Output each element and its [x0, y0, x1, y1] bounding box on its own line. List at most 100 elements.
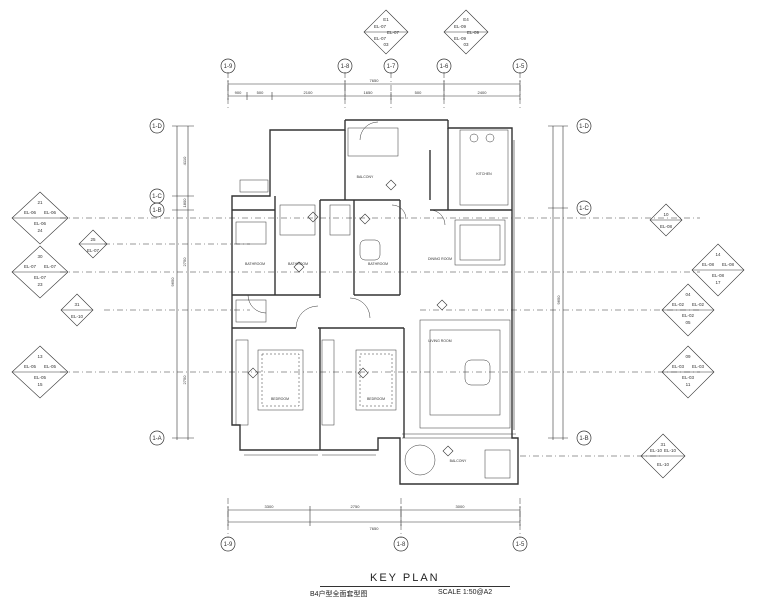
svg-text:31: 31 [660, 442, 666, 447]
svg-text:31: 31 [74, 302, 80, 307]
room-label-dining: DINING ROOM [428, 257, 452, 261]
svg-text:EL-08: EL-08 [702, 262, 715, 267]
left-dimension-lines [172, 125, 194, 440]
svg-text:13: 13 [37, 354, 43, 359]
svg-text:11: 11 [686, 382, 691, 387]
grid-label-left-4: 1-A [152, 436, 161, 442]
dim-left-seg-3: 2750 [182, 257, 187, 267]
windows [244, 140, 516, 456]
svg-text:09: 09 [685, 354, 691, 359]
dim-left-seg-2: 1800 [182, 198, 187, 208]
grid-label-right-2: 1-C [579, 206, 589, 212]
svg-text:E1: E1 [383, 17, 389, 22]
svg-text:EL-05: EL-05 [44, 364, 57, 369]
svg-text:EL-02: EL-02 [672, 302, 685, 307]
room-label-bath-a: BATHROOM [245, 262, 265, 266]
elevation-tag-l3: 31 EL-10 [60, 293, 94, 327]
dim-top-seg-2: 500 [257, 90, 264, 95]
svg-text:EL-10: EL-10 [657, 462, 670, 467]
dim-bottom-seg-3: 3000 [456, 504, 466, 509]
svg-text:EL-06: EL-06 [24, 210, 37, 215]
svg-text:EL-09: EL-09 [467, 30, 480, 35]
elevation-tag-t2: E4 EL-09 EL-09 03 EL-09 [443, 9, 489, 55]
svg-text:EL-07: EL-07 [374, 36, 387, 41]
right-dimension-lines [548, 125, 568, 440]
dim-top-seg-4: 1650 [364, 90, 374, 95]
bottom-dimension-lines [227, 506, 521, 526]
room-label-bedroom-2: BEDROOM [367, 397, 385, 401]
svg-text:EL-03: EL-03 [672, 364, 685, 369]
room-label-bedroom-1: BEDROOM [271, 397, 289, 401]
walls [231, 119, 519, 485]
room-label-balcony: BALCONY [357, 175, 374, 179]
elevation-tag-r4: 09 EL-03 EL-03 11 EL-03 [661, 345, 715, 399]
svg-text:EL-07: EL-07 [87, 248, 100, 253]
svg-text:04: 04 [685, 292, 691, 297]
svg-text:EL-03: EL-03 [682, 375, 695, 380]
elevation-tag-r5: 31 EL-10 EL-10 EL-10 [640, 433, 686, 479]
elevation-tag-mid: 25 EL-07 [78, 229, 108, 259]
svg-text:23: 23 [37, 282, 43, 287]
dim-top-total: 7650 [370, 78, 380, 83]
svg-text:21: 21 [37, 200, 43, 205]
svg-text:17: 17 [715, 280, 721, 285]
svg-text:EL-06: EL-06 [44, 210, 57, 215]
svg-text:EL-06: EL-06 [34, 221, 47, 226]
svg-text:05: 05 [685, 320, 691, 325]
dim-bottom-seg-1: 3300 [265, 504, 275, 509]
svg-text:03: 03 [383, 42, 389, 47]
key-plan-title: KEY PLAN [370, 572, 440, 584]
svg-text:EL-07: EL-07 [34, 275, 47, 280]
grid-label-bottom-3: 1-5 [516, 542, 525, 548]
svg-text:EL-10: EL-10 [71, 314, 84, 319]
room-label-bath-c: BATHROOM [368, 262, 388, 266]
svg-text:EL-08: EL-08 [660, 224, 673, 229]
elevation-tag-t1: E1 EL-07 EL-07 03 EL-07 [363, 9, 409, 55]
svg-text:EL-10: EL-10 [650, 448, 663, 453]
dim-left-total: 9650 [170, 277, 175, 287]
dim-bottom-seg-2: 2750 [351, 504, 361, 509]
svg-text:EL-05: EL-05 [34, 375, 47, 380]
svg-text:EL-07: EL-07 [387, 30, 400, 35]
room-label-living: LIVING ROOM [428, 339, 451, 343]
svg-text:EL-09: EL-09 [454, 36, 467, 41]
grid-lines [60, 72, 700, 538]
svg-text:15: 15 [37, 382, 43, 387]
svg-text:EL-07: EL-07 [44, 264, 57, 269]
elevation-tag-r1: 10 EL-08 [649, 203, 683, 237]
dim-left-seg-1: 4110 [182, 156, 187, 165]
furniture [235, 121, 511, 479]
grid-label-bottom-2: 1-8 [397, 542, 406, 548]
elevation-tag-l1: 21 EL-06 EL-06 24 EL-06 [11, 191, 69, 245]
grid-label-top-1: 1-9 [224, 64, 233, 70]
svg-text:03: 03 [463, 42, 469, 47]
svg-text:EL-08: EL-08 [722, 262, 735, 267]
svg-text:EL-03: EL-03 [692, 364, 705, 369]
room-label-bath-b: BATHROOM [288, 262, 308, 266]
drawing-scale: SCALE 1:50@A2 [438, 589, 493, 596]
elevation-tag-r2: 14 EL-08 EL-08 17 EL-08 [691, 243, 745, 297]
dim-right-total: 9650 [556, 295, 561, 305]
grid-label-right-1: 1-D [579, 124, 589, 130]
svg-text:EL-08: EL-08 [712, 273, 725, 278]
svg-text:EL-02: EL-02 [682, 313, 695, 318]
grid-label-left-3: 1-B [152, 208, 161, 214]
grid-label-left-2: 1-C [152, 194, 162, 200]
title-underline [320, 586, 510, 587]
dim-top-seg-3: 2100 [304, 90, 314, 95]
svg-text:EL-02: EL-02 [692, 302, 705, 307]
top-dimension-lines [227, 80, 521, 100]
dim-bottom-total: 7650 [370, 526, 380, 531]
svg-text:EL-09: EL-09 [454, 24, 467, 29]
dim-top-seg-5: 500 [415, 90, 422, 95]
svg-text:25: 25 [90, 237, 96, 242]
grid-label-top-3: 1-7 [387, 64, 396, 70]
dim-left-seg-4: 2750 [182, 375, 187, 385]
svg-text:EL-05: EL-05 [24, 364, 37, 369]
svg-text:14: 14 [715, 252, 721, 257]
elevation-tag-l2: 30 EL-07 EL-07 23 EL-07 [11, 245, 69, 299]
svg-text:30: 30 [37, 254, 43, 259]
elevation-tag-r3: 04 EL-02 EL-02 05 EL-02 [661, 283, 715, 337]
grid-label-bottom-1: 1-9 [224, 542, 233, 548]
